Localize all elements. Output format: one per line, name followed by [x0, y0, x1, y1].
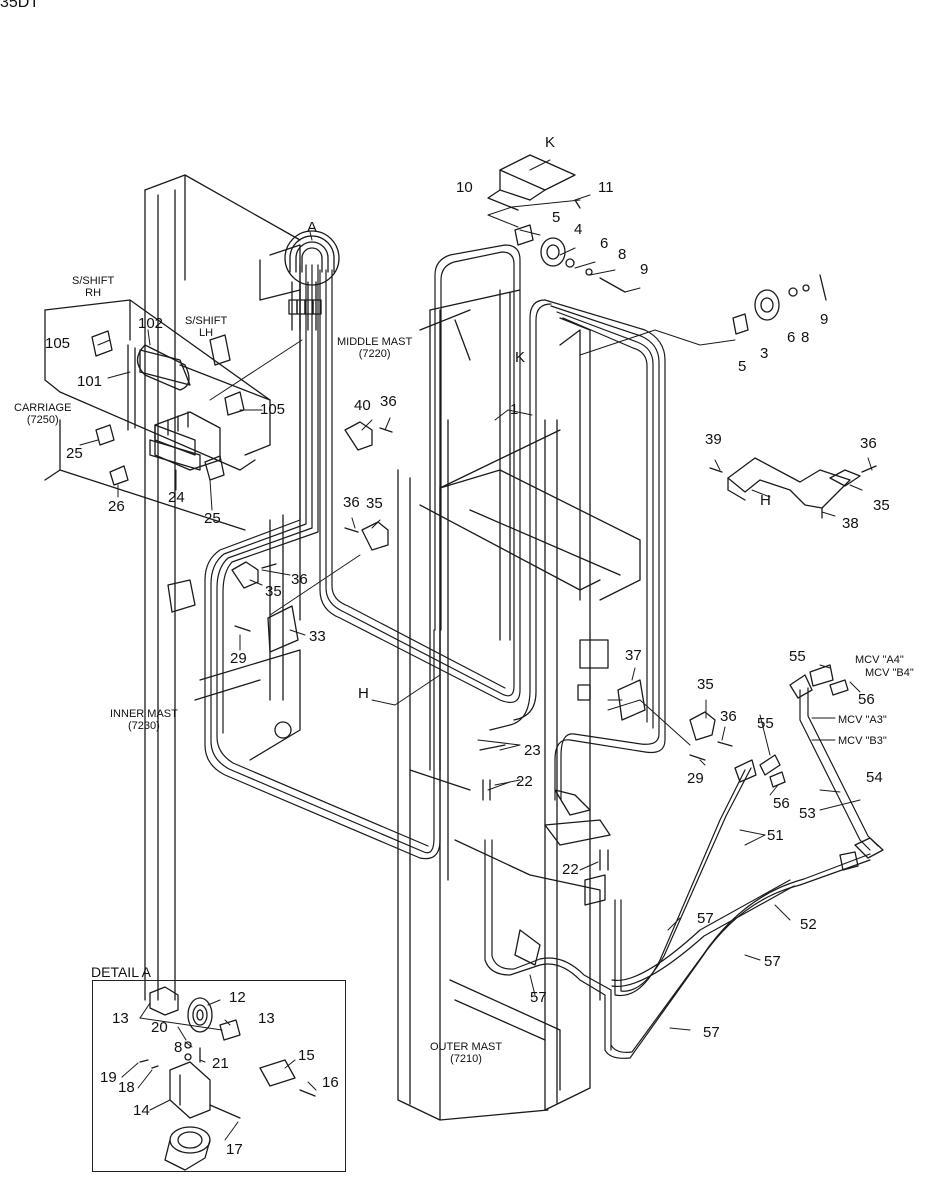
callout-57: 57 — [530, 989, 547, 1006]
callout-39: 39 — [705, 431, 722, 448]
callout-8: 8 — [618, 246, 627, 263]
callout-53: 53 — [799, 805, 816, 822]
callout-10: 10 — [456, 179, 473, 196]
callout-37: 37 — [625, 647, 642, 664]
callout-1: 1 — [510, 401, 519, 418]
callout-57: 57 — [703, 1024, 720, 1041]
callout-4: 4 — [574, 221, 583, 238]
hose-loops — [204, 244, 879, 1059]
callout-36: 36 — [343, 494, 360, 511]
callout-52: 52 — [800, 916, 817, 933]
callout-26: 26 — [108, 498, 125, 515]
detail-a-title: DETAIL A — [91, 964, 151, 980]
callout-101: 101 — [77, 373, 103, 390]
callout-11: 11 — [598, 179, 614, 196]
callout-56: 56 — [773, 795, 790, 812]
callout-51: 51 — [767, 827, 784, 844]
sheave-a — [284, 230, 340, 331]
callout-36: 36 — [380, 393, 397, 410]
callout-13: 13 — [112, 1010, 129, 1027]
callout-55: 55 — [757, 715, 774, 732]
callout-8: 8 — [174, 1039, 183, 1056]
callout-105: 105 — [260, 401, 286, 418]
callout-5: 5 — [552, 209, 561, 226]
callout-56: 56 — [858, 691, 875, 708]
callout-38: 38 — [842, 515, 859, 532]
callout-55: 55 — [789, 648, 806, 665]
callout-22: 22 — [516, 773, 533, 790]
callout-16: 16 — [322, 1074, 339, 1091]
callout-14: 14 — [133, 1102, 150, 1119]
callout-35: 35 — [265, 583, 282, 600]
page-header-text: 35DT — [0, 0, 40, 11]
callout-9: 9 — [640, 261, 649, 278]
callout-a: A — [307, 219, 318, 236]
callout-102: 102 — [138, 315, 164, 332]
caption-carriage: CARRIAGE(7250) — [14, 402, 72, 427]
callout-54: 54 — [866, 769, 883, 786]
callout-12: 12 — [229, 989, 246, 1006]
bracket-38 — [709, 457, 877, 519]
callout-25: 25 — [66, 445, 83, 462]
leader-lines — [79, 159, 873, 1141]
caption-mcv-a3: MCV "A3" — [838, 714, 887, 726]
caption-mcv-a4: MCV "A4" — [855, 654, 904, 666]
callout-17: 17 — [226, 1141, 243, 1158]
callout-18: 18 — [118, 1079, 135, 1096]
carriage-valve — [91, 330, 245, 486]
callout-40: 40 — [354, 397, 371, 414]
callout-33: 33 — [309, 628, 326, 645]
callout-36: 36 — [720, 708, 737, 725]
callout-24: 24 — [168, 489, 185, 506]
callout-57: 57 — [697, 910, 714, 927]
callout-h: H — [358, 685, 369, 702]
caption-mcv-b3: MCV "B3" — [838, 735, 887, 747]
callout-3: 3 — [760, 345, 769, 362]
callout-35: 35 — [697, 676, 714, 693]
callout-25: 25 — [204, 510, 221, 527]
top-bracket — [487, 154, 827, 335]
callout-6: 6 — [600, 235, 609, 252]
callout-k: K — [515, 349, 526, 366]
inner-mast-frame — [144, 174, 301, 1001]
callout-23: 23 — [524, 742, 541, 759]
detail-a-box — [92, 980, 346, 1172]
callout-29: 29 — [687, 770, 704, 787]
callout-k: K — [545, 134, 556, 151]
callout-105: 105 — [45, 335, 71, 352]
detail-a-drawing — [139, 986, 316, 1171]
callout-29: 29 — [230, 650, 247, 667]
fittings — [734, 664, 884, 871]
callout-6: 6 — [787, 329, 796, 346]
carriage-frame — [44, 299, 271, 531]
callout-35: 35 — [366, 495, 383, 512]
callout-36: 36 — [860, 435, 877, 452]
caption-mcv-b4: MCV "B4" — [865, 667, 914, 679]
callout-8: 8 — [801, 329, 810, 346]
callout-9: 9 — [820, 311, 829, 328]
callout-15: 15 — [298, 1047, 315, 1064]
caption-inner-mast: INNER MAST(7230) — [110, 708, 178, 733]
callout-21: 21 — [212, 1055, 229, 1072]
caption-middle-mast: MIDDLE MAST(7220) — [337, 336, 413, 361]
callout-20: 20 — [151, 1019, 168, 1036]
callout-36: 36 — [291, 571, 308, 588]
clamps — [231, 421, 733, 906]
callout-22: 22 — [562, 861, 579, 878]
callout-57: 57 — [764, 953, 781, 970]
callout-h: H — [760, 492, 771, 509]
callout-19: 19 — [100, 1069, 117, 1086]
callout-13: 13 — [258, 1010, 275, 1027]
caption-outer-mast: OUTER MAST(7210) — [430, 1041, 503, 1066]
callout-5: 5 — [738, 358, 747, 375]
callout-35: 35 — [873, 497, 890, 514]
